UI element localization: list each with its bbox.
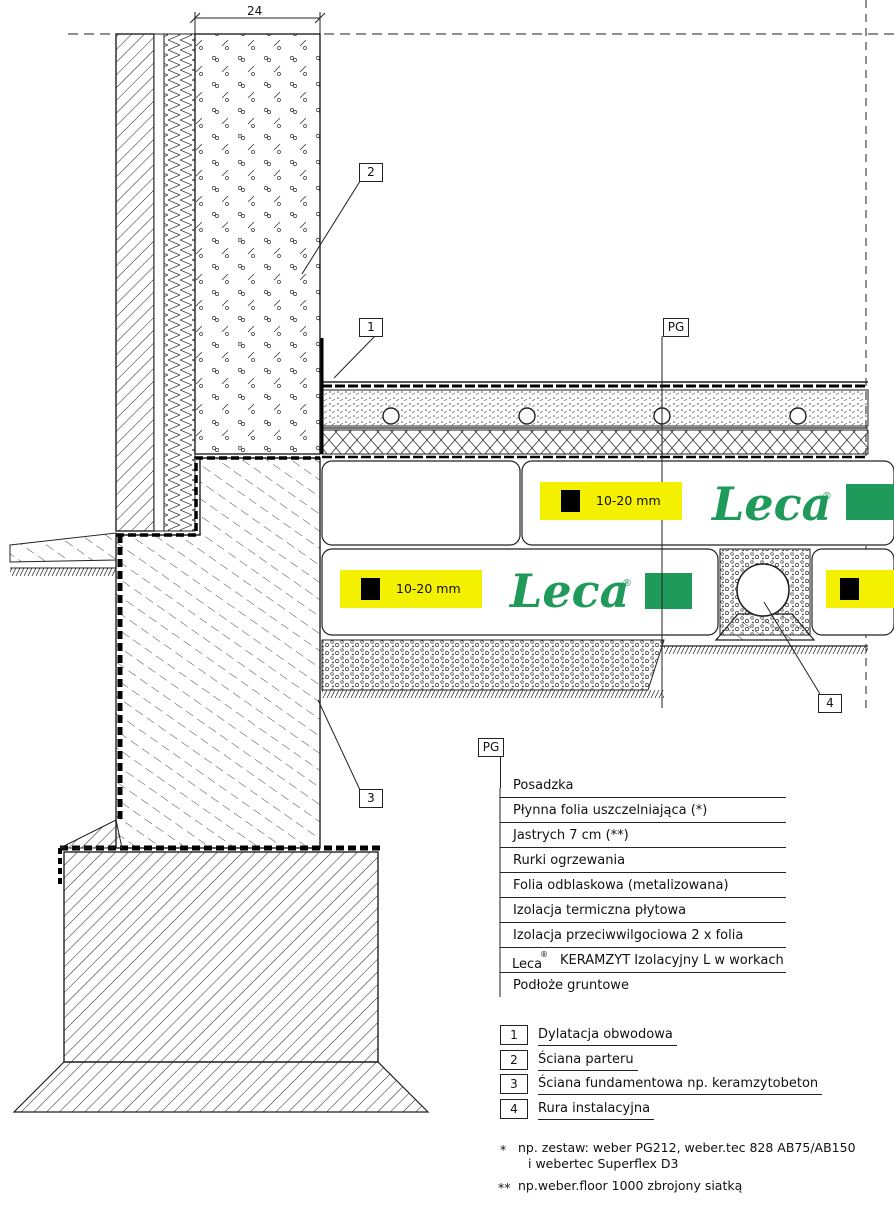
legend-num: 3 <box>500 1074 528 1094</box>
size-badge-partial <box>826 570 894 608</box>
legend-label: Ściana parteru <box>538 1050 638 1071</box>
legend-item: 3 Ściana fundamentowa np. keramzytobeton <box>500 1074 823 1095</box>
badge-label: 10-20 mm <box>396 581 461 596</box>
callout-tag-4: 4 <box>818 694 842 713</box>
legend-pg-tag: PG <box>478 738 504 757</box>
dimension-label: 24 <box>247 4 263 18</box>
footnote-1-mark: * <box>500 1142 507 1157</box>
layer-row: Folia odblaskowa (metalizowana) <box>500 874 786 898</box>
callout-tag-3: 3 <box>359 789 383 808</box>
badge-square <box>561 490 580 512</box>
legend-num: 4 <box>500 1099 528 1119</box>
layer-row: Posadzka <box>500 774 786 798</box>
size-badge: 10-20 mm <box>340 570 482 608</box>
svg-text:Leca: Leca <box>512 957 542 972</box>
size-badge: 10-20 mm <box>540 482 682 520</box>
layer-row: Płynna folia uszczelniająca (*) <box>500 799 786 823</box>
legend-item: 1 Dylatacja obwodowa <box>500 1025 677 1046</box>
callout-tag-2: 2 <box>359 163 383 182</box>
footnote-2-line1: np.weber.floor 1000 zbrojony siatką <box>518 1178 743 1193</box>
legend-label: Dylatacja obwodowa <box>538 1025 677 1046</box>
svg-text:®: ® <box>622 578 632 589</box>
legend-item: 2 Ściana parteru <box>500 1050 638 1071</box>
layer-row: Izolacja termiczna płytowa <box>500 899 786 923</box>
legend-num: 1 <box>500 1025 528 1045</box>
callout-tag-1: 1 <box>359 318 383 337</box>
badge-label: 10-20 mm <box>596 493 661 508</box>
svg-text:®: ® <box>540 950 548 959</box>
layer-label: KERAMZYT Izolacyjny L w workach <box>560 953 784 968</box>
legend-label: Ściana fundamentowa np. keramzytobeton <box>538 1074 823 1095</box>
svg-text:®: ® <box>822 491 832 502</box>
badge-square <box>361 578 380 600</box>
svg-text:Leca: Leca <box>710 477 831 531</box>
section-tag-pg: PG <box>663 318 689 337</box>
svg-text:Leca: Leca <box>508 564 629 618</box>
layer-row: Izolacja przeciwwilgociowa 2 x folia <box>500 924 786 948</box>
legend-item: 4 Rura instalacyjna <box>500 1099 655 1120</box>
layer-row: KERAMZYT Izolacyjny L w workach <box>500 949 786 973</box>
footnote-2-mark: ** <box>498 1180 511 1195</box>
layer-row: Rurki ogrzewania <box>500 849 786 873</box>
legend-num: 2 <box>500 1050 528 1070</box>
legend-label: Rura instalacyjna <box>538 1099 655 1120</box>
layer-row: Jastrych 7 cm (**) <box>500 824 786 848</box>
footnote-1-line1: np. zestaw: weber PG212, weber.tec 828 A… <box>518 1140 856 1155</box>
legend-pg-rule <box>500 756 501 788</box>
layer-row: Podłoże gruntowe <box>513 978 629 993</box>
footnote-1-line2: i webertec Superflex D3 <box>528 1156 679 1171</box>
badge-square <box>840 578 859 600</box>
